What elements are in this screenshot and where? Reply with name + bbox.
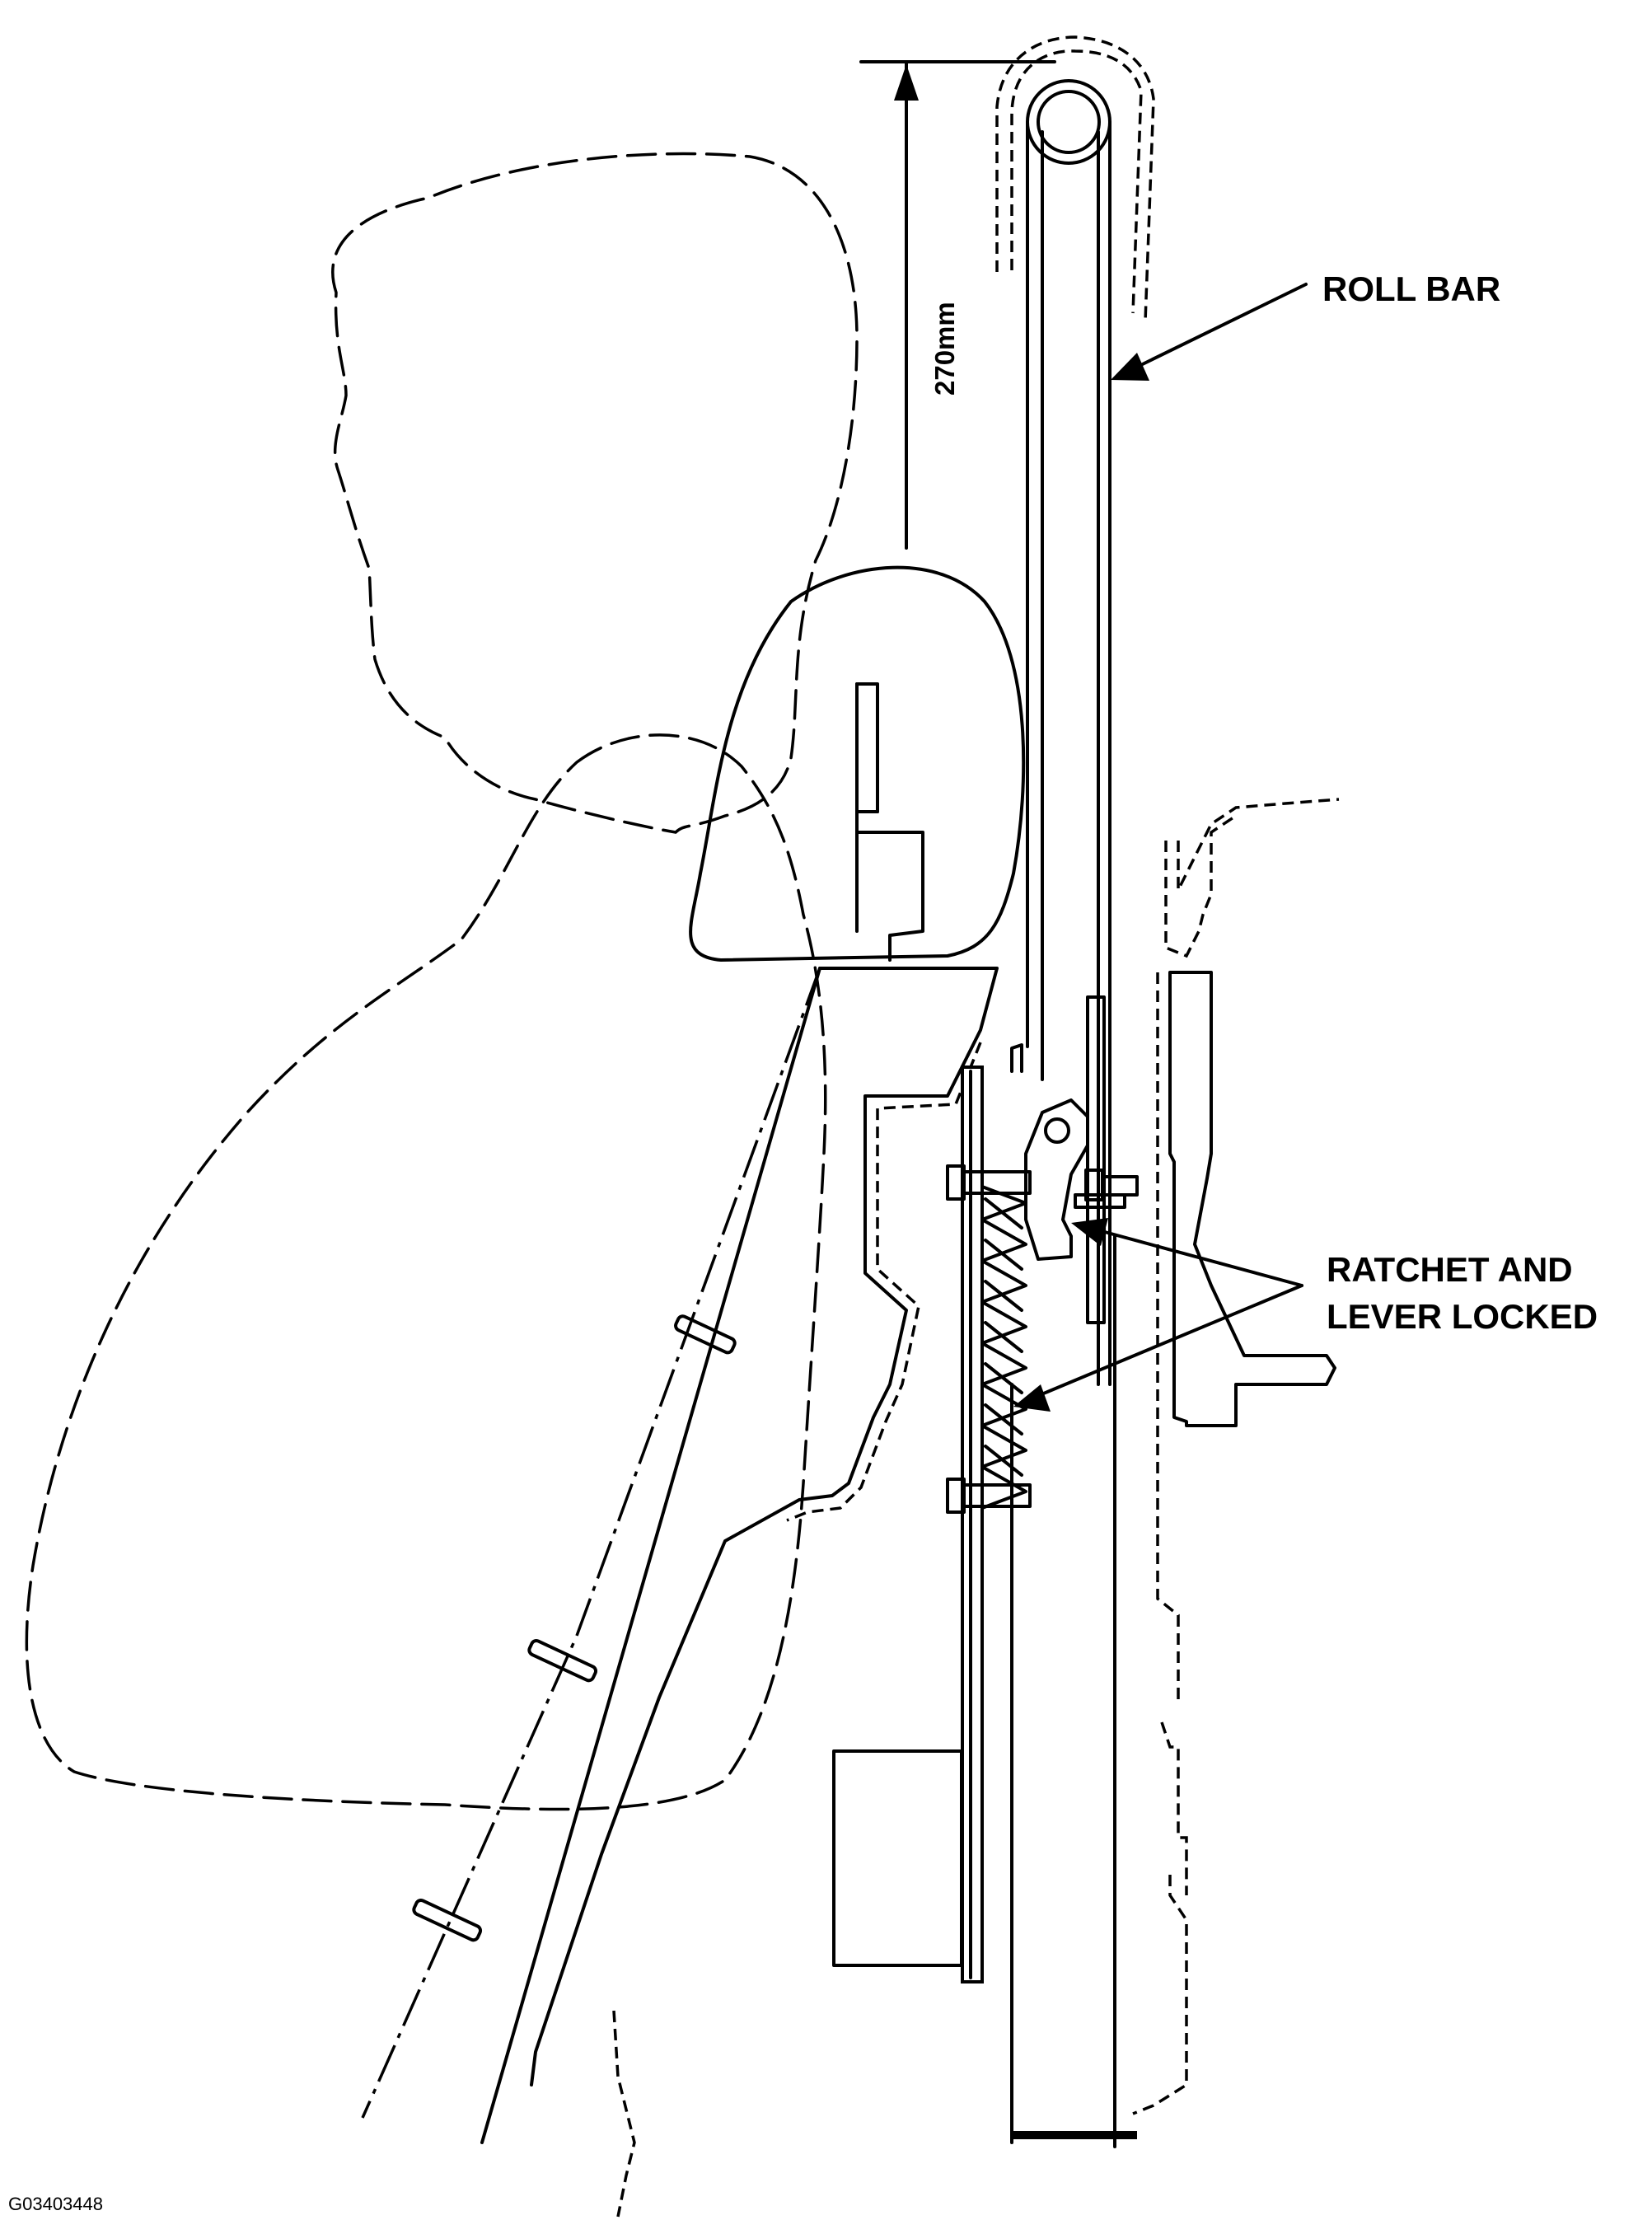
figure-code: G03403448 (8, 2194, 103, 2214)
ratchet-mechanism (946, 1043, 1139, 1983)
dimension-270mm: 270mm (859, 60, 1056, 550)
occupant-head-outline (331, 152, 859, 834)
ratchet-label-line1: RATCHET AND (1327, 1250, 1573, 1289)
lever-bolt (1074, 1169, 1139, 1209)
roll-bar-label: ROLL BAR (1322, 269, 1500, 308)
storage-box (832, 1749, 963, 1967)
roll-bar (995, 35, 1155, 2148)
occupant-torso-outline (25, 733, 827, 1811)
ratchet-label-line2: LEVER LOCKED (1327, 1297, 1598, 1336)
headrest (689, 565, 1026, 962)
body-shell (1132, 798, 1340, 2115)
roll-bar-callout: ROLL BAR (1111, 269, 1500, 381)
dimension-label: 270mm (929, 302, 960, 396)
lower-bolt (946, 1478, 1032, 1514)
seat-frame (412, 967, 982, 2218)
upper-bolt (946, 1164, 1032, 1201)
ratchet-callout: RATCHET AND LEVER LOCKED (1013, 1218, 1598, 1412)
seat-back-outline (361, 967, 999, 2119)
